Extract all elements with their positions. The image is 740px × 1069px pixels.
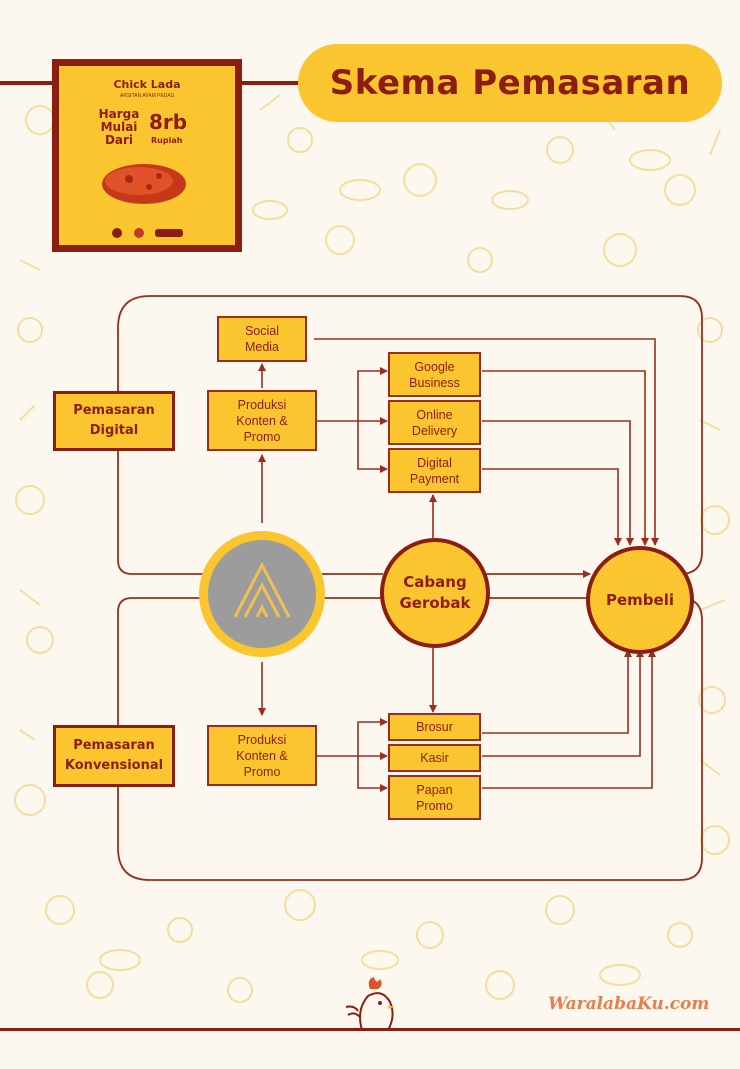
bottom-divider-line [0, 1028, 740, 1031]
poster-price-unit: Rupiah [151, 136, 183, 145]
online-delivery-box: Online Delivery [388, 400, 481, 445]
cabang-gerobak-label: Cabang Gerobak [399, 573, 471, 612]
cabang-gerobak-circle [380, 538, 490, 648]
brand-logo-circle [199, 531, 325, 657]
chicken-mascot-icon [345, 977, 394, 1031]
digital-payment-box: Digital Payment [388, 448, 481, 493]
watermark-logo: WaralabaKu.com [548, 994, 710, 1014]
google-business-box: Google Business [388, 352, 481, 397]
sponsor-logos [112, 228, 183, 238]
brosur-box: Brosur [388, 713, 481, 741]
pembeli-circle [586, 546, 694, 654]
digital-marketing-label: Pemasaran Digital [53, 391, 175, 451]
triangle-logo-icon [233, 561, 291, 618]
papan-promo-box: Papan Promo [388, 775, 481, 820]
pembeli-label: Pembeli [606, 591, 674, 609]
poster-price: 8rb [149, 110, 188, 134]
kasir-box: Kasir [388, 744, 481, 772]
poster-brand: Chick Lada [113, 78, 181, 91]
conventional-marketing-label: Pemasaran Konvensional [53, 725, 175, 787]
poster-headline: Harga Mulai Dari [98, 107, 140, 147]
fried-chicken-image [102, 164, 186, 204]
poster-tagline: ARSITAN AYAM PEDAS [119, 93, 175, 99]
page-title: Skema Pemasaran [329, 63, 691, 103]
promo-poster: Chick Lada ARSITAN AYAM PEDAS Harga Mula… [52, 59, 242, 252]
title-pill [298, 44, 722, 122]
content-production-digital-box: Produksi Konten & Promo [207, 390, 317, 451]
content-production-conventional-box: Produksi Konten & Promo [207, 725, 317, 786]
social-media-box: Social Media [217, 316, 307, 362]
